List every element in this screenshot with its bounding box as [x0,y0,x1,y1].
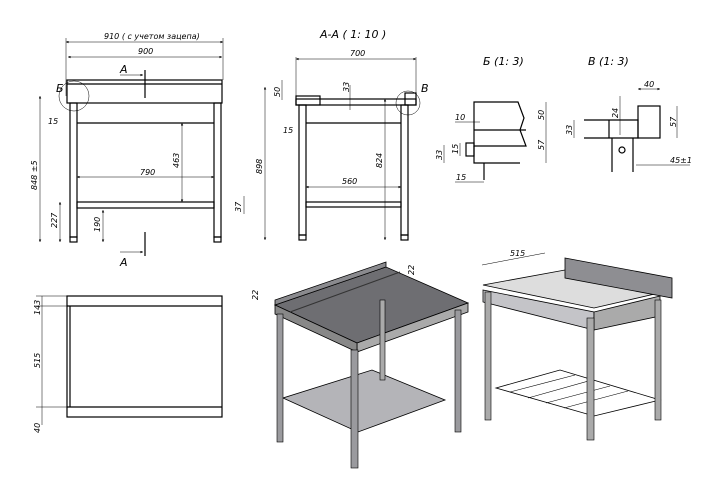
section-mark-a-top: A [119,63,128,76]
dim-848: 848 ±5 [30,160,39,190]
dim-898: 898 [255,159,264,174]
detail-v: В (1: 3) 40 24 33 57 45±1 [565,55,692,172]
dim-15: 15 [48,117,58,126]
dim-45: 45±1 [670,156,692,165]
dim-190: 190 [93,217,102,232]
dim-57: 57 [669,116,678,127]
detail-mark-v: В [421,82,429,95]
dim-33: 33 [435,150,444,160]
dim-15: 15 [283,126,293,135]
isometric-view-right: 515 [481,249,673,441]
dim-143: 143 [33,300,42,315]
dim-33: 33 [565,125,574,135]
dim-40: 40 [33,423,42,433]
dim-463: 463 [172,153,181,168]
section-title: А-А ( 1: 10 ) [319,28,386,41]
dim-50: 50 [537,110,546,120]
dim-515: 515 [33,353,42,368]
dim-824: 824 [375,153,384,168]
isometric-view-left: 22 22 [251,261,470,469]
dim-57: 57 [537,139,546,150]
dim-37: 37 [234,201,243,212]
dim-515: 515 [510,249,525,258]
dim-15b: 15 [456,173,466,182]
dim-40: 40 [644,80,654,89]
detail-b: Б (1: 3) 10 15 33 50 57 15 [435,55,547,183]
dim-15: 15 [451,144,460,154]
dim-22a: 22 [251,290,260,300]
dim-24: 24 [611,108,620,118]
dim-227: 227 [50,212,59,228]
plan-view: 143 515 40 [33,295,223,433]
section-mark-a-bottom: A [119,256,128,269]
dim-33: 33 [342,82,351,92]
dim-900: 900 [138,47,153,56]
dim-50: 50 [273,87,282,97]
dim-910: 910 ( с учетом зацепа) [104,32,200,41]
dim-22b: 22 [407,265,416,275]
dim-560: 560 [342,177,357,186]
detail-v-title: В (1: 3) [588,55,629,68]
front-view: 910 ( с учетом зацепа) 900 15 790 463 84… [30,32,245,269]
detail-b-title: Б (1: 3) [483,55,524,68]
dim-790: 790 [140,168,155,177]
dim-700: 700 [350,49,365,58]
section-view: А-А ( 1: 10 ) 700 560 15 50 33 898 824 В [255,28,429,241]
detail-mark-b: Б [56,82,64,95]
dim-10: 10 [455,113,465,122]
